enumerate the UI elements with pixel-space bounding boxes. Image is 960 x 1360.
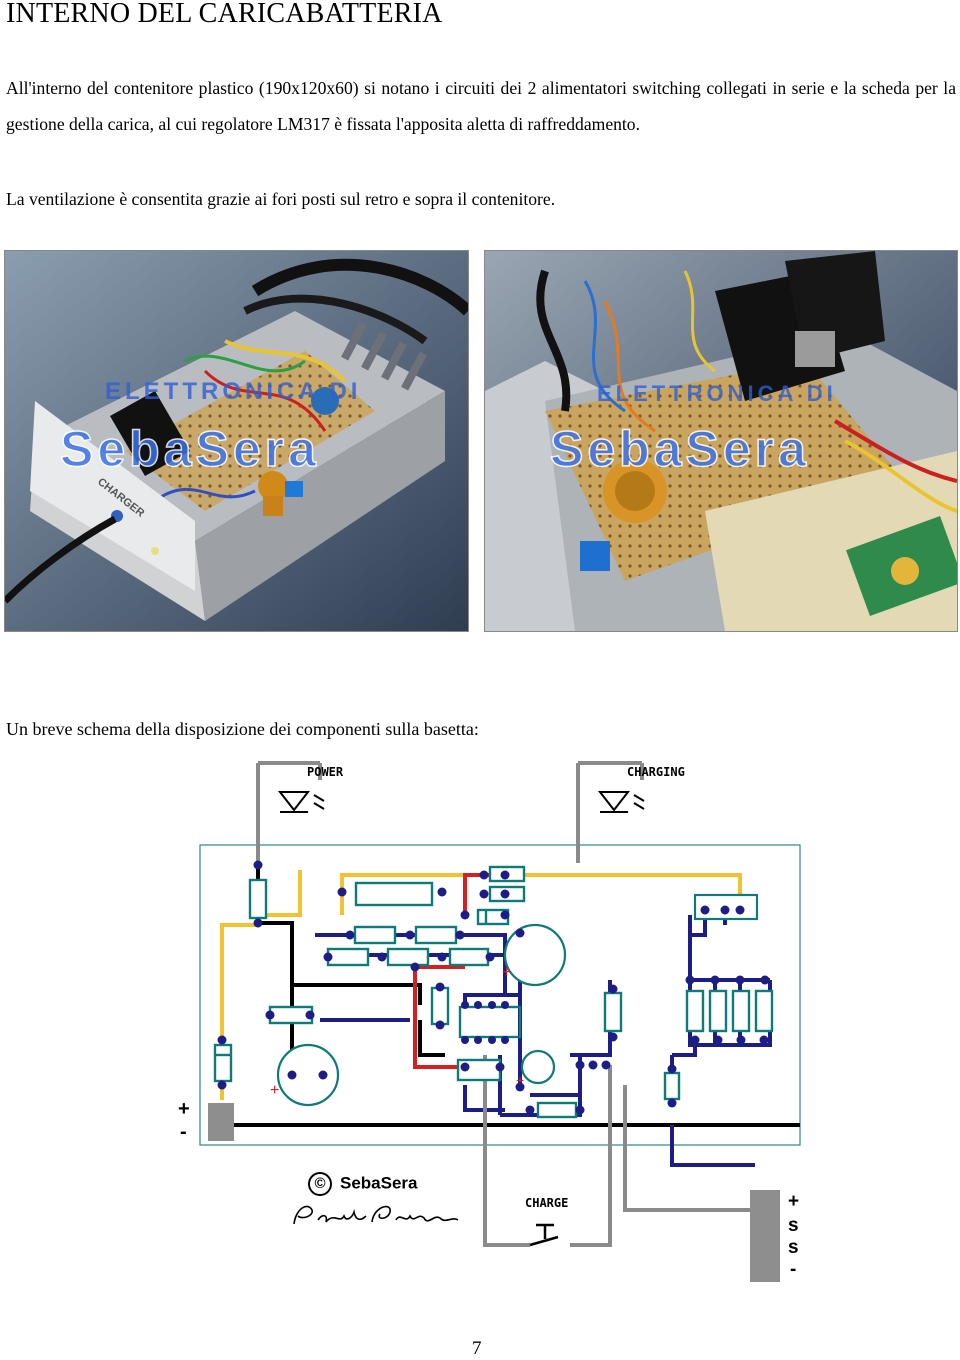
watermark-top-left: ELETTRONICA DI [105, 378, 361, 405]
copyright-line: © SebaSera [308, 1172, 418, 1196]
watermark-brand-right: SebaSera [550, 421, 810, 477]
schematic-caption: Un breve schema della disposizione dei c… [6, 719, 479, 739]
input-terminal [208, 1103, 234, 1141]
output-pin-s2: s [788, 1237, 799, 1258]
intro-paragraph: All'interno del contenitore plastico (19… [6, 78, 956, 134]
board-outline [199, 844, 801, 1146]
input-plus-label: + [178, 1098, 190, 1120]
output-pin-s1: s [788, 1215, 799, 1236]
output-pin-plus: + [788, 1191, 799, 1212]
charge-switch-label: CHARGE [525, 1196, 568, 1210]
cap-plus-2: + [502, 964, 511, 981]
charging-led-icon [597, 791, 645, 813]
charger-inside-photo-right: ELETTRONICA DI SebaSera [484, 250, 958, 632]
watermark-top-right: ELETTRONICA DI [597, 381, 837, 406]
handwritten-signature [293, 1205, 459, 1225]
page-title: INTERNO DEL CARICABATTERIA [6, 0, 443, 29]
page-number: 7 [472, 1338, 482, 1359]
charging-led-label: CHARGING [627, 765, 685, 779]
charger-inside-photo-left: CHARGER ELETTRONICA DI SebaSera [4, 250, 469, 632]
watermark-brand-left: SebaSera [60, 421, 320, 477]
output-pin-minus: - [790, 1259, 796, 1280]
copyright-icon: © [308, 1172, 332, 1196]
capacitors [276, 893, 759, 1107]
solder-pads [217, 860, 770, 1115]
ic-chip [458, 1005, 522, 1039]
cap-plus-3: + [516, 1072, 524, 1088]
input-minus-label: - [180, 1121, 187, 1143]
output-terminal [750, 1190, 780, 1282]
component-layout-schematic: POWER CHARGING [178, 761, 801, 1282]
ventilation-paragraph: La ventilazione è consentita grazie ai f… [6, 189, 556, 209]
power-led-label: POWER [307, 765, 344, 779]
power-led-icon [277, 791, 325, 813]
diodes [213, 908, 510, 1083]
gray-wires [483, 1055, 755, 1247]
cap-plus-1: + [270, 1082, 279, 1099]
charge-switch-icon [529, 1223, 559, 1247]
copyright-name: SebaSera [340, 1173, 418, 1193]
